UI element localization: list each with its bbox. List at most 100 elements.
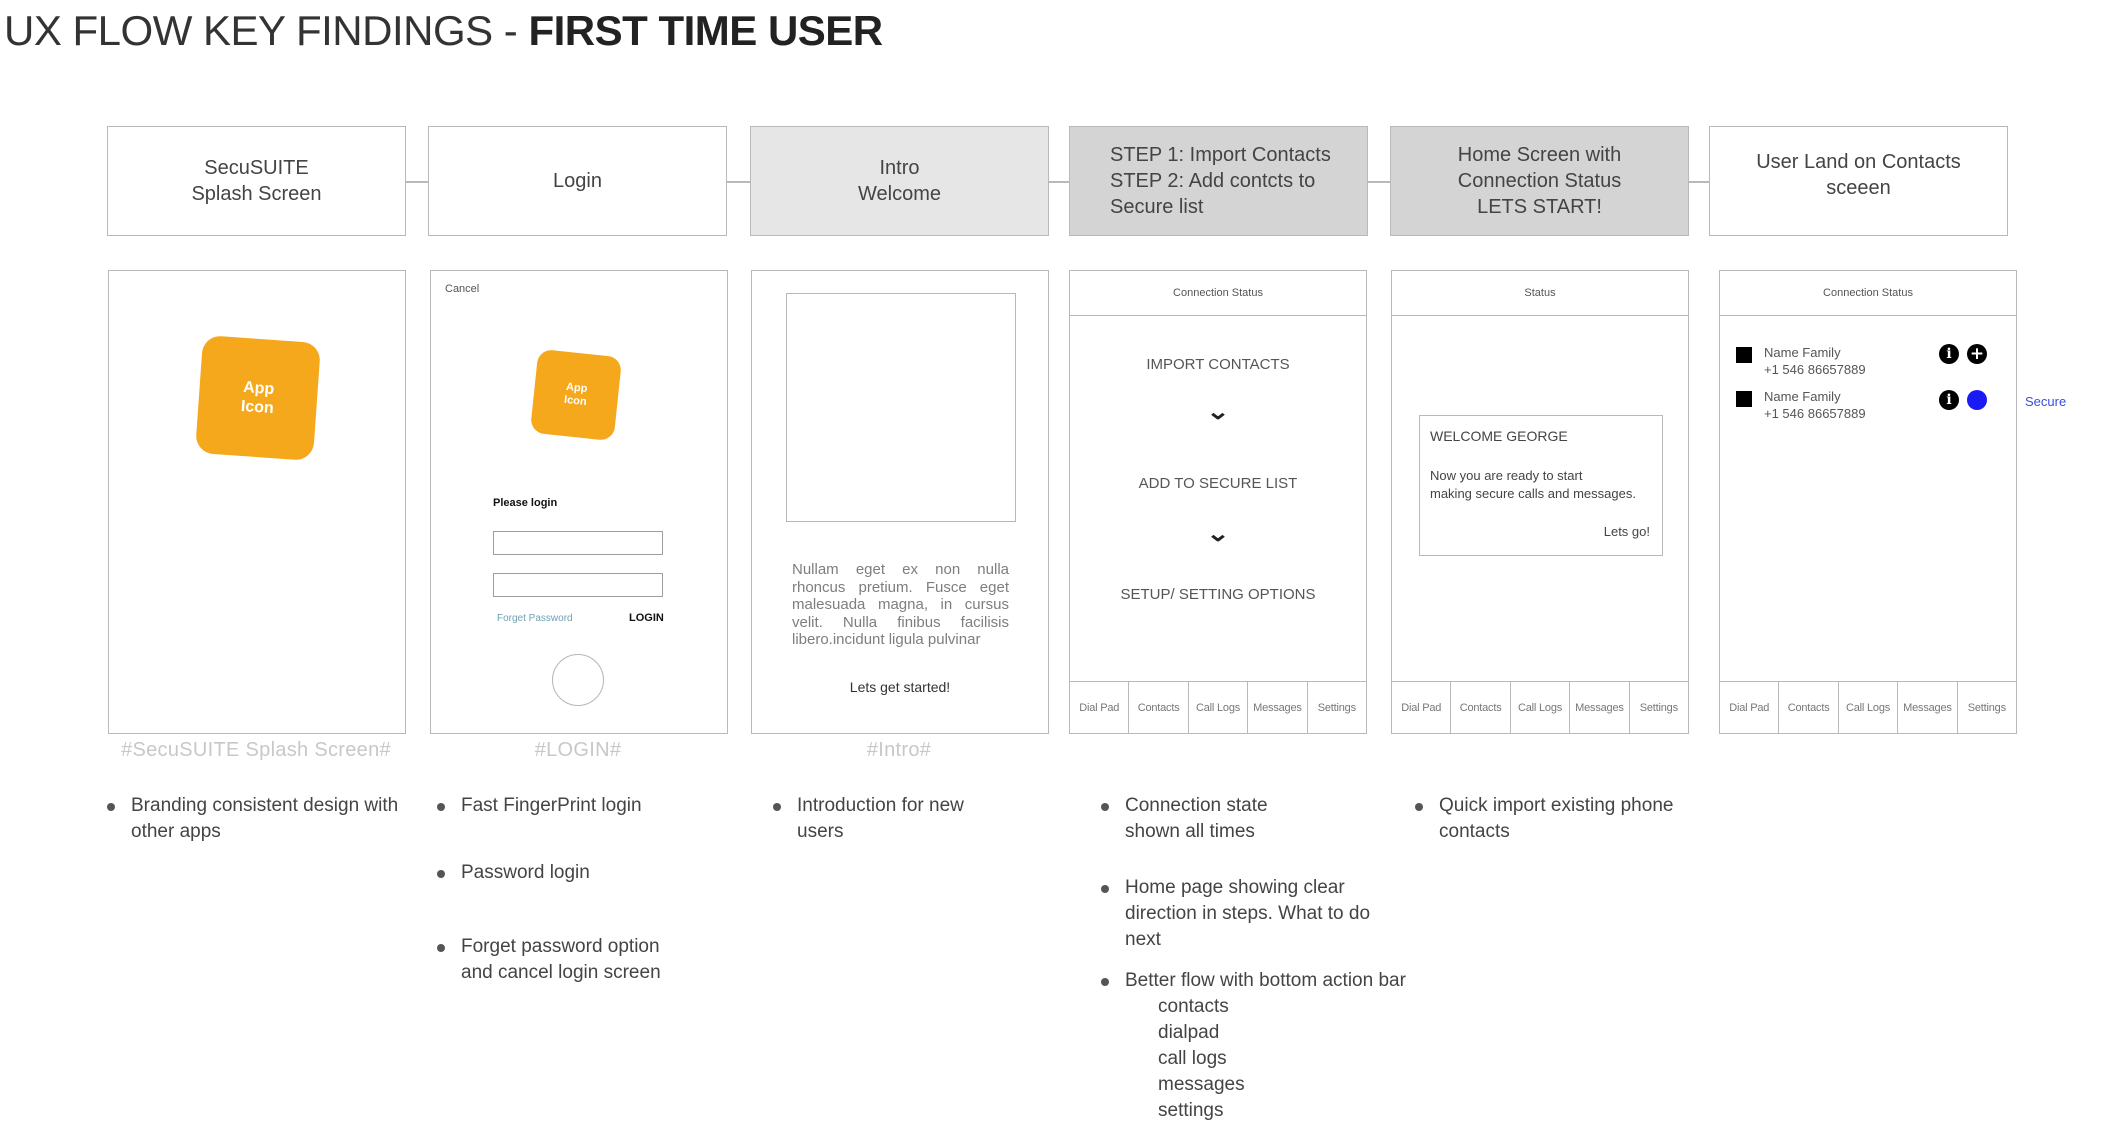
finding-subitems: contacts dialpad call logs messages sett… (1158, 994, 1245, 1124)
tab-settings[interactable]: Settings (1317, 701, 1356, 714)
tab-settings[interactable]: Settings (1639, 701, 1678, 714)
contact-name: Name Family (1764, 389, 1841, 404)
finding-item: Introduction for new users (773, 793, 987, 845)
contact-row[interactable]: Name Family +1 546 86657889 (1764, 344, 1866, 378)
finding-item: Home page showing clear direction in ste… (1101, 875, 1375, 953)
contact-phone: +1 546 86657889 (1764, 362, 1866, 377)
welcome-card-body: Now you are ready to start making secure… (1430, 467, 1636, 503)
phone-import: Connection Status IMPORT CONTACTS ⌄ ADD … (1069, 270, 1367, 734)
finding-subitem: call logs (1158, 1048, 1227, 1069)
welcome-card-line1: Now you are ready to start (1430, 468, 1583, 483)
import-contacts-option[interactable]: IMPORT CONTACTS (1146, 356, 1290, 373)
tab-contacts[interactable]: Contacts (1451, 682, 1511, 733)
finding-subitem: messages (1158, 1074, 1245, 1095)
intro-image-placeholder (786, 293, 1016, 522)
intro-body-text: Nullam eget ex non nulla rhoncus pretium… (792, 561, 1009, 648)
tab-settings[interactable]: Settings (1967, 701, 2006, 714)
app-icon-line2: Icon (563, 393, 588, 409)
finding-item: Connection state shown all times (1101, 793, 1285, 845)
welcome-card-line2: making secure calls and messages. (1430, 486, 1636, 501)
step-box-login: Login (428, 126, 727, 236)
step-splash-line1: SecuSUITE (204, 157, 309, 179)
flow-connector (1689, 181, 1709, 183)
page-title: UX FLOW KEY FINDINGS - FIRST TIME USER (4, 6, 883, 56)
step-login-line1: Login (553, 170, 602, 192)
step-box-contacts: User Land on Contacts sceeen (1709, 126, 2008, 236)
step-import-line1: STEP 1: Import Contacts (1110, 144, 1331, 166)
phone-label-splash: #SecuSUITE Splash Screen# (121, 739, 391, 761)
chevron-down-icon: ⌄ (1206, 399, 1230, 424)
please-login-label: Please login (493, 497, 558, 509)
step-import-line3: Secure list (1110, 196, 1204, 218)
finding-item: Branding consistent design with other ap… (107, 793, 411, 845)
phone-home: Status WELCOME GEORGE Now you are ready … (1391, 270, 1689, 734)
flow-connector (1368, 181, 1390, 183)
welcome-card-title: WELCOME GEORGE (1430, 428, 1568, 444)
tab-messages[interactable]: Messages (1898, 682, 1958, 733)
phone-label-login: #LOGIN# (534, 739, 622, 761)
finding-item: Password login (437, 860, 691, 886)
tab-call-logs[interactable]: Call Logs (1511, 682, 1571, 733)
info-icon[interactable]: i (1939, 344, 1959, 364)
contact-avatar (1736, 391, 1752, 407)
contact-name: Name Family (1764, 345, 1841, 360)
contact-avatar (1736, 347, 1752, 363)
finding-subitem: contacts (1158, 996, 1229, 1017)
connection-status-header: Connection Status (1070, 271, 1366, 316)
add-icon[interactable]: + (1967, 344, 1987, 364)
phone-label-intro: #Intro# (866, 739, 932, 761)
add-to-secure-list-option[interactable]: ADD TO SECURE LIST (1138, 475, 1298, 492)
tab-dial-pad[interactable]: Dial Pad (1720, 682, 1780, 733)
title-bold: FIRST TIME USER (528, 7, 883, 54)
step-home-line1: Home Screen with (1457, 144, 1622, 166)
login-button[interactable]: LOGIN (629, 612, 664, 624)
step-intro-line1: Intro (879, 157, 920, 179)
welcome-card: WELCOME GEORGE Now you are ready to star… (1419, 415, 1663, 556)
tab-call-logs[interactable]: Call Logs (1189, 682, 1249, 733)
setup-settings-option[interactable]: SETUP/ SETTING OPTIONS (1120, 586, 1316, 603)
flow-connector (406, 181, 428, 183)
get-started-link[interactable]: Lets get started! (849, 679, 951, 695)
flow-connector (1049, 181, 1069, 183)
bottom-action-bar: Dial Pad Contacts Call Logs Messages Set… (1070, 681, 1366, 733)
step-intro-line2: Welcome (858, 183, 941, 205)
finding-item: Quick import existing phone contacts (1415, 793, 1689, 845)
password-field[interactable] (493, 573, 663, 597)
tab-messages[interactable]: Messages (1248, 682, 1308, 733)
tab-contacts[interactable]: Contacts (1779, 682, 1839, 733)
finding-item: Forget password option and cancel login … (437, 934, 691, 986)
tab-contacts[interactable]: Contacts (1129, 682, 1189, 733)
lets-go-link[interactable]: Lets go! (1603, 524, 1650, 539)
forget-password-link[interactable]: Forget Password (497, 613, 573, 624)
step-home-line2: Connection Status (1457, 170, 1622, 192)
tab-call-logs[interactable]: Call Logs (1839, 682, 1899, 733)
chevron-down-icon: ⌄ (1206, 521, 1230, 546)
finding-item: Fast FingerPrint login (437, 793, 691, 819)
bottom-action-bar: Dial Pad Contacts Call Logs Messages Set… (1392, 681, 1688, 733)
step-import-line2: STEP 2: Add contcts to (1110, 170, 1316, 192)
status-header: Status (1392, 271, 1688, 316)
tab-messages[interactable]: Messages (1570, 682, 1630, 733)
phone-intro: Nullam eget ex non nulla rhoncus pretium… (751, 270, 1049, 734)
tab-dial-pad[interactable]: Dial Pad (1392, 682, 1452, 733)
fingerprint-button[interactable] (552, 654, 604, 706)
finding-item: Better flow with bottom action bar (1101, 968, 1425, 994)
username-field[interactable] (493, 531, 663, 555)
bottom-action-bar: Dial Pad Contacts Call Logs Messages Set… (1720, 681, 2016, 733)
phone-contacts: Connection Status Name Family +1 546 866… (1719, 270, 2017, 734)
contact-row[interactable]: Name Family +1 546 86657889 (1764, 388, 1866, 422)
cancel-link[interactable]: Cancel (445, 283, 480, 295)
info-icon[interactable]: i (1939, 390, 1959, 410)
finding-subitem: settings (1158, 1100, 1224, 1121)
title-prefix: UX FLOW KEY FINDINGS - (4, 7, 529, 54)
tab-dial-pad[interactable]: Dial Pad (1070, 682, 1130, 733)
contact-phone: +1 546 86657889 (1764, 406, 1866, 421)
secure-status-icon (1967, 390, 1987, 410)
